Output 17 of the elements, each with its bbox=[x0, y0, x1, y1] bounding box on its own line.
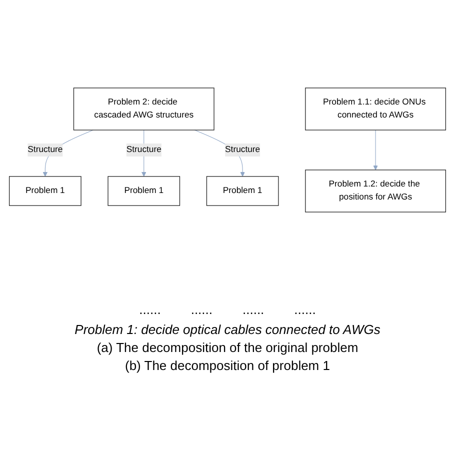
node-box: Problem 1 bbox=[9, 176, 82, 206]
edge-label: Structure bbox=[225, 145, 260, 154]
caption-text: (b) The decomposition of problem 1 bbox=[124, 358, 331, 373]
node-box: Problem 1 bbox=[108, 176, 180, 206]
ellipsis-mark: ...... bbox=[190, 302, 212, 317]
ellipsis-mark: ...... bbox=[242, 302, 264, 317]
node-box: Problem 2: decide cascaded AWG structures bbox=[73, 88, 214, 130]
node-box: Problem 1 bbox=[206, 176, 279, 206]
caption-text: (a) The decomposition of the original problem bbox=[96, 340, 360, 355]
ellipsis-mark: ...... bbox=[294, 302, 316, 317]
arrow bbox=[373, 130, 378, 170]
caption-text: Problem 1: decide optical cables connected to AWGs bbox=[74, 322, 380, 337]
edge-label: Structure bbox=[126, 145, 162, 154]
node-box: Problem 1.1: decide ONUs connected to AWGs bbox=[305, 88, 446, 130]
node-box: Problem 1.2: decide the positions for AWGs bbox=[305, 170, 446, 212]
ellipsis-mark: ...... bbox=[139, 302, 161, 317]
edge-label: Structure bbox=[28, 145, 63, 154]
